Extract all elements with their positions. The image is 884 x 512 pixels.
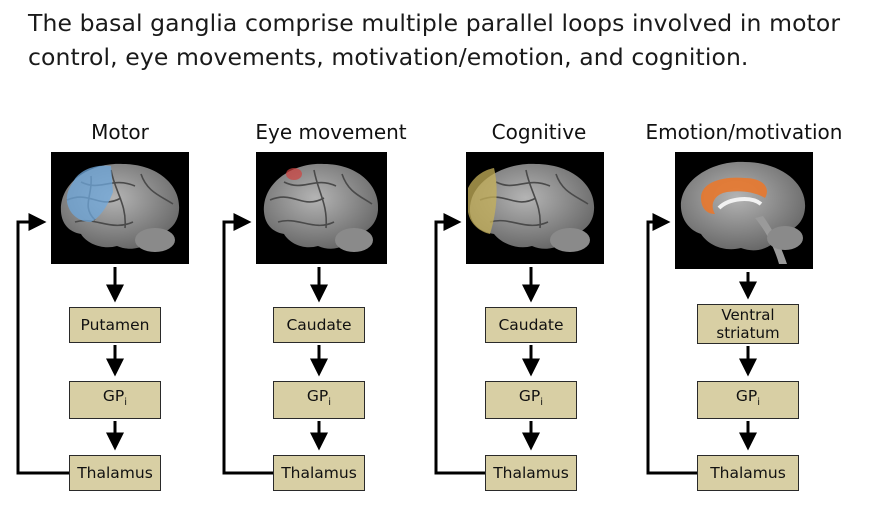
emotion-motivation-brain-image <box>675 152 813 269</box>
motor-thalamus-label: Thalamus <box>77 463 153 482</box>
motor-brain-image <box>51 152 189 264</box>
cognitive-brain-image <box>466 152 604 264</box>
eye-gpi-box: GPi <box>273 381 365 419</box>
eye-field-highlight <box>286 168 302 180</box>
cognitive-loop-title: Cognitive <box>491 120 587 144</box>
slide-title: The basal ganglia comprise multiple para… <box>28 6 868 74</box>
cognitive-caudate-label: Caudate <box>498 315 564 334</box>
cognitive-caudate-box: Caudate <box>485 307 577 343</box>
motor-cortex-highlight <box>66 165 113 222</box>
eye-gpi-label: GPi <box>306 387 332 409</box>
eye-caudate-box: Caudate <box>273 307 365 343</box>
motor-putamen-label: Putamen <box>80 315 150 334</box>
cognitive-gpi-box: GPi <box>485 381 577 419</box>
emotion-thalamus-label: Thalamus <box>710 463 786 482</box>
title-line-1: The basal ganglia comprise multiple para… <box>28 9 841 37</box>
cingulate-highlight <box>701 177 767 214</box>
eye-caudate-label: Caudate <box>286 315 352 334</box>
cognitive-thalamus-box: Thalamus <box>485 455 577 491</box>
eye-movement-loop-title: Eye movement <box>255 120 407 144</box>
eye-thalamus-label: Thalamus <box>281 463 357 482</box>
emotion-thalamus-box: Thalamus <box>697 455 799 491</box>
motor-gpi-label: GPi <box>102 387 128 409</box>
motor-gpi-box: GPi <box>69 381 161 419</box>
eye-movement-brain-image <box>256 152 387 264</box>
cognitive-gpi-label: GPi <box>518 387 544 409</box>
emotion-ventral-striatum-box: Ventral striatum <box>697 304 799 344</box>
emotion-ventral-striatum-label: Ventral striatum <box>716 306 780 342</box>
emotion-gpi-box: GPi <box>697 381 799 419</box>
emotion-motivation-loop-title: Emotion/motivation <box>645 120 843 144</box>
motor-putamen-box: Putamen <box>69 307 161 343</box>
motor-loop-title: Motor <box>91 120 149 144</box>
cognitive-thalamus-label: Thalamus <box>493 463 569 482</box>
motor-thalamus-box: Thalamus <box>69 455 161 491</box>
eye-thalamus-box: Thalamus <box>273 455 365 491</box>
title-line-2: control, eye movements, motivation/emoti… <box>28 43 749 71</box>
prefrontal-highlight <box>468 168 497 234</box>
emotion-gpi-label: GPi <box>735 387 761 409</box>
